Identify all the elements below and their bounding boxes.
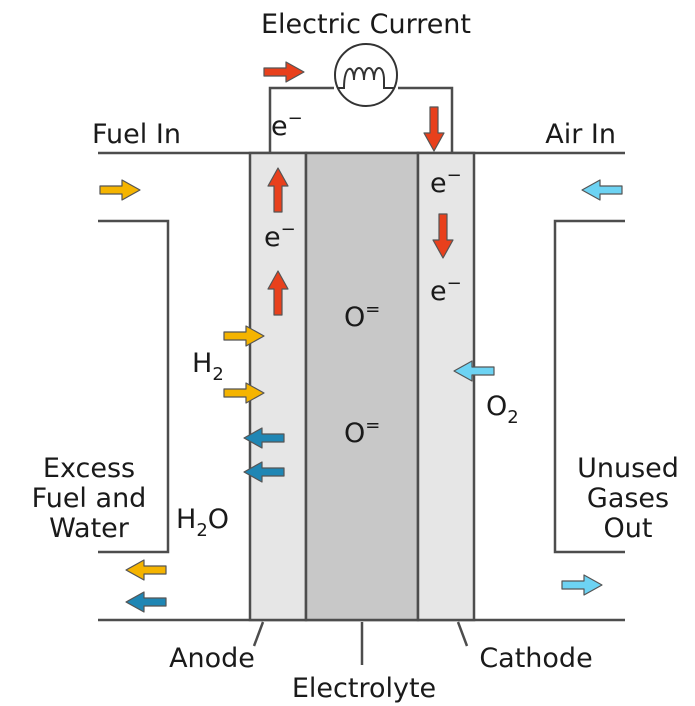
fuel-channel-wall — [98, 219, 170, 554]
anode-leader-line — [252, 621, 265, 647]
excess-label-line-2: Fuel and — [32, 483, 147, 514]
electrolyte-layer — [304, 151, 420, 622]
excess-fuel-arrow-icon — [125, 559, 167, 581]
electron-label-anode: e− — [264, 219, 296, 253]
electron-label-top: e− — [271, 108, 303, 142]
excess-label-line-1: Excess — [43, 453, 135, 484]
air-channel-wall — [553, 219, 625, 554]
unused-label-line-3: Out — [604, 513, 653, 544]
unused-gases-arrow-icon — [561, 574, 603, 596]
fuel-in-arrow-icon — [99, 179, 141, 201]
electron-label-cathode-1: e− — [430, 165, 462, 199]
electrolyte-label: Electrolyte — [292, 673, 436, 704]
electron-label-cathode-2: e− — [430, 273, 462, 307]
anode-layer — [248, 151, 308, 622]
cathode-leader-line — [456, 621, 469, 647]
electric-current-label: Electric Current — [261, 9, 471, 40]
circuit-wire-right — [398, 86, 454, 152]
circuit-wire-left — [268, 86, 334, 152]
hydrogen-label: H2 — [192, 348, 224, 385]
oxide-ion-label-1: O= — [344, 299, 380, 333]
cathode-electron-arrow-top-icon — [423, 106, 445, 152]
cathode-label: Cathode — [479, 643, 592, 674]
water-label: H2O — [176, 504, 229, 541]
fuel-in-label: Fuel In — [92, 119, 181, 150]
excess-water-arrow-icon — [125, 591, 167, 613]
air-in-label: Air In — [545, 119, 616, 150]
unused-label-line-1: Unused — [577, 453, 679, 484]
oxide-ion-label-2: O= — [344, 415, 380, 449]
load-coil-icon — [334, 43, 398, 107]
air-in-arrow-icon — [581, 179, 623, 201]
anode-label: Anode — [169, 643, 255, 674]
excess-label-line-3: Water — [49, 513, 130, 544]
oxygen-label: O2 — [486, 391, 519, 428]
current-arrow-icon — [263, 61, 305, 83]
unused-label-line-2: Gases — [587, 483, 669, 514]
